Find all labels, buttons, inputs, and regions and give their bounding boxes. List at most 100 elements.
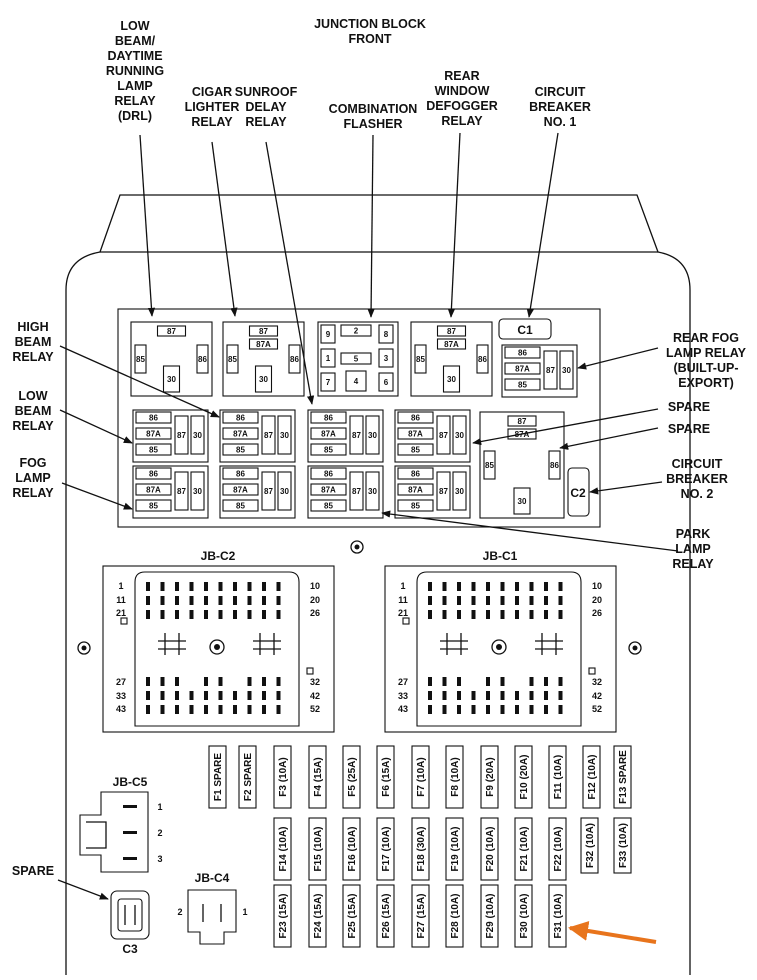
- jb-c2-pin-cavity: [218, 705, 223, 714]
- label-drl-line: BEAM/: [115, 34, 156, 48]
- fuse-row3-6-label: F29 (10A): [485, 893, 496, 938]
- jb-c2-pin-cavity: [146, 705, 150, 714]
- leader-low-beam: [59, 409, 133, 444]
- jb-c5-pin-1: 1: [157, 802, 162, 812]
- jb-c2-latch: [158, 633, 186, 655]
- relay-r2c2-t85-box: [222, 499, 259, 512]
- spare-relay-small-t87a: 87A: [408, 430, 423, 439]
- jb-c5-terminal: [123, 805, 137, 808]
- fuse-row2-1: F15 (10A): [308, 817, 327, 881]
- jb-c1-pin-cavity: [471, 596, 476, 605]
- label-defogger-line: WINDOW: [435, 84, 490, 98]
- label-low_beam-line: BEAM: [15, 404, 52, 418]
- spare-relay-small-t85-box: [397, 443, 434, 456]
- fuse-row3-5-label: F28 (10A): [450, 893, 461, 938]
- fuse-row1-7: F8 (10A): [445, 745, 464, 809]
- jb-c1-pin-cavity: [471, 691, 476, 700]
- jb-c2-pin-21: 21: [116, 608, 126, 618]
- jb-c1-pin-20: 20: [592, 595, 602, 605]
- sunroof-delay-relay-t85-box: [310, 443, 347, 456]
- jb-c2-latch: [253, 633, 281, 655]
- rear-defogger-relay-t86: 86: [478, 355, 487, 364]
- jb-c1-pin-cavity: [471, 705, 476, 714]
- spare-relay-large-t85: 85: [485, 461, 494, 470]
- fuse-row1-12: F13 SPARE: [613, 745, 632, 809]
- fuse-row3-2: F25 (15A): [342, 884, 361, 948]
- leader-spare2: [559, 427, 659, 450]
- fuse-row1-5-label: F6 (15A): [381, 757, 392, 796]
- rear-fog-lamp-relay-t87: 87: [546, 366, 555, 375]
- fuse-row2-3-body: [376, 817, 395, 881]
- park-lamp-relay-t30-box: [365, 471, 380, 511]
- flasher-pin-8-box: [378, 324, 394, 344]
- label-low_beam-line: LOW: [18, 389, 47, 403]
- jb-c2-pin-cavity: [189, 705, 194, 714]
- fuse-row2-7-body: [514, 817, 533, 881]
- jb-c1-pin-cavity: [500, 582, 505, 591]
- rear-defogger-relay-t85: 85: [416, 355, 425, 364]
- sunroof-delay-relay-t86: 86: [324, 414, 333, 423]
- relay-r2c2-t30: 30: [280, 487, 289, 496]
- jb-c2-pin-cavity: [276, 705, 281, 714]
- fuse-row3-5-body: [445, 884, 464, 948]
- jb-c1-pin-cavity: [529, 691, 534, 700]
- jb-c2-pin-cavity: [233, 691, 237, 700]
- leader-cb1: [526, 132, 559, 318]
- jb-c1-pin-cavity: [428, 596, 432, 605]
- label-spare1: SPARE: [668, 400, 710, 414]
- jb-c2-pin-1: 1: [118, 581, 123, 591]
- fog-lamp-relay-t85: 85: [149, 502, 158, 511]
- fuse-row1-2: F3 (10A): [273, 745, 292, 809]
- jb-c2-pin-cavity: [146, 582, 150, 591]
- low-beam-relay-t30: 30: [193, 431, 202, 440]
- jb-c2-name: JB-C2: [201, 549, 236, 563]
- jb-c2-pin-cavity: [233, 705, 237, 714]
- jb-c1-pin-43: 43: [398, 704, 408, 714]
- label-fog-line: FOG: [19, 456, 46, 470]
- jb-c2-pin-cavity: [233, 596, 237, 605]
- high-beam-relay-t87a: 87A: [233, 430, 248, 439]
- jb-c2-pin-cavity: [204, 691, 208, 700]
- fuse-row1-9-body: [514, 745, 533, 809]
- fuse-row1-4: F5 (25A): [342, 745, 361, 809]
- jb-c2-pin-cavity: [276, 677, 281, 686]
- jb-c1-pin-cavity: [486, 677, 490, 686]
- relay-r2c2-t86-box: [222, 467, 259, 480]
- jb-c1-pin-cavity: [428, 582, 432, 591]
- jb-c2-pin-cavity: [247, 705, 252, 714]
- park-lamp-relay-t87a: 87A: [321, 486, 336, 495]
- fuse-row1-3: F4 (15A): [308, 745, 327, 809]
- flasher-pin-5-box: [340, 352, 372, 365]
- fog-lamp-relay-t86: 86: [149, 470, 158, 479]
- spare-relay-small-t87: 87: [439, 431, 448, 440]
- cigar-lighter-relay-t87a-box: [248, 338, 279, 350]
- leader-spare1: [472, 408, 659, 446]
- label-park-line: PARK: [676, 527, 711, 541]
- fuse-row2-4-body: [411, 817, 430, 881]
- jb-c1-pin-cavity: [558, 582, 563, 591]
- rear-fog-lamp-relay-t87a-box: [504, 362, 541, 375]
- fuse-row1-2-body: [273, 745, 292, 809]
- rear-fog-lamp-relay-t86-box: [504, 346, 541, 359]
- label-rear_fog-line: REAR FOG: [673, 331, 739, 345]
- relay-r2c2-t30-box: [277, 471, 292, 511]
- jb-c2-pin-cavity: [218, 582, 223, 591]
- rear-defogger-relay-t87: 87: [447, 327, 456, 336]
- jb-c2-pin-26: 26: [310, 608, 320, 618]
- rear-fog-lamp-relay-t87a: 87A: [515, 365, 530, 374]
- fuse-row3-4: F27 (15A): [411, 884, 430, 948]
- low-beam-relay-t87: 87: [177, 431, 186, 440]
- label-fog-line: RELAY: [12, 486, 54, 500]
- rear-defogger-relay-t86-box: [476, 344, 489, 374]
- fuse-row1-8-label: F9 (20A): [485, 757, 496, 796]
- fuse-row1-10-body: [548, 745, 567, 809]
- label-defogger-line: DEFOGGER: [426, 99, 498, 113]
- sunroof-delay-relay-t30-box: [365, 415, 380, 455]
- sunroof-delay-relay-t86-box: [310, 411, 347, 424]
- fuse-row1-10: F11 (10A): [548, 745, 567, 809]
- label-drl-line: RUNNING: [106, 64, 164, 78]
